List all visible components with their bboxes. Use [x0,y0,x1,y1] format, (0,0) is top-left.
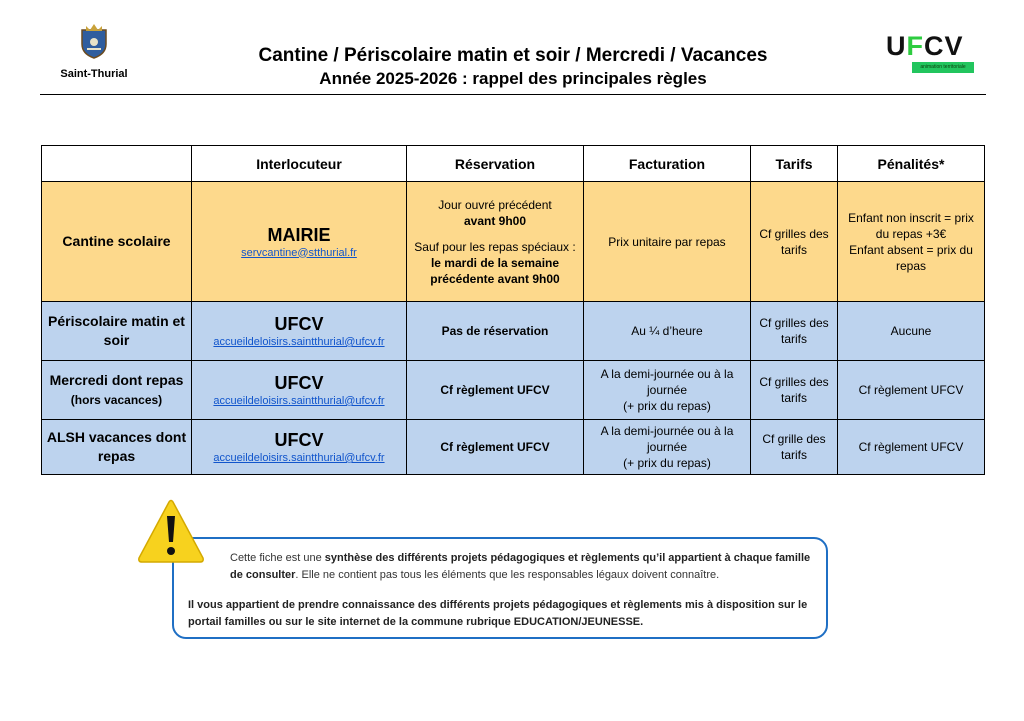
cell-interlocuteur-alsh: UFCV accueildeloisirs.saintthurial@ufcv.… [191,419,407,475]
facturation-text: A la demi-journée ou à la journée [600,424,734,454]
cell-tarifs-alsh: Cf grille des tarifs [750,419,838,475]
cell-reservation-cantine: Jour ouvré précédent avant 9h00 Sauf pou… [406,181,584,302]
header-penalites: Pénalités* [837,145,985,182]
cell-interlocuteur-mercredi: UFCV accueildeloisirs.saintthurial@ufcv.… [191,360,407,420]
page-header: Saint-Thurial Cantine / Périscolaire mat… [40,18,986,95]
cell-reservation-alsh: Cf règlement UFCV [406,419,584,475]
ufcv-letter-u: U [886,31,907,61]
title-line-1: Cantine / Périscolaire matin et soir / M… [258,45,768,66]
cell-penalites-alsh: Cf règlement UFCV [837,419,985,475]
cell-facturation-periscolaire: Au ¼ d’heure [583,301,751,361]
notice-text: Cette fiche est une [230,552,325,564]
cell-facturation-mercredi: A la demi-journée ou à la journée (+ pri… [583,360,751,420]
org-name: UFCV [274,314,324,334]
title-line-2: Année 2025-2026 : rappel des principales… [319,69,707,88]
org-name: UFCV [274,373,324,393]
row-label-alsh: ALSH vacances dont repas [41,419,192,475]
cell-tarifs-periscolaire: Cf grilles des tarifs [750,301,838,361]
notice-paragraph-2: Il vous appartient de prendre connaissan… [188,599,808,628]
row-label-periscolaire: Périscolaire matin et soir [41,301,192,361]
facturation-text: A la demi-journée ou à la journée [600,367,734,397]
ufcv-letters-cv: CV [924,31,964,61]
rules-table: Interlocuteur Réservation Facturation Ta… [41,145,985,475]
cell-reservation-mercredi: Cf règlement UFCV [406,360,584,420]
penalite-non-inscrit: Enfant non inscrit = prix du repas +3€ [848,210,974,241]
email-link-mairie[interactable]: servcantine@stthurial.fr [241,246,357,259]
notice-box [172,537,828,639]
cell-interlocuteur-periscolaire: UFCV accueildeloisirs.saintthurial@ufcv.… [191,301,407,361]
town-name: Saint-Thurial [60,68,128,80]
org-name: UFCV [274,430,324,450]
penalite-absent: Enfant absent = prix du repas [849,242,973,273]
page-title: Cantine / Périscolaire matin et soir / M… [40,44,986,90]
row-label-mercredi-main: Mercredi dont repas [49,371,184,388]
org-name: MAIRIE [267,224,331,245]
email-link-ufcv[interactable]: accueildeloisirs.saintthurial@ufcv.fr [213,395,385,407]
table-row-mercredi: Mercredi dont repas (hors vacances) UFCV… [41,360,985,420]
header-tarifs: Tarifs [750,145,838,182]
header-interlocuteur: Interlocuteur [191,145,407,182]
coat-of-arms-icon [81,24,107,59]
row-label-mercredi-note: (hors vacances) [70,392,163,407]
resa-text: Jour ouvré précédent [438,197,552,212]
resa-deadline: avant 9h00 [463,213,527,228]
header-empty [41,145,192,182]
cell-reservation-periscolaire: Pas de réservation [406,301,584,361]
facturation-repas: (+ prix du repas) [623,456,711,470]
notice-emphasis: synthèse des différents projets pédagogi… [230,552,811,581]
header-facturation: Facturation [583,145,751,182]
ufcv-letter-f: F [906,31,924,61]
ufcv-logo: UFCV animation territoriale [886,32,978,73]
notice-paragraph-1: Cette fiche est une synthèse des différe… [230,550,820,584]
row-label-mercredi: Mercredi dont repas (hors vacances) [41,360,192,420]
table-row-alsh: ALSH vacances dont repas UFCV accueildel… [41,419,985,475]
table-header-row: Interlocuteur Réservation Facturation Ta… [41,145,985,182]
ufcv-wordmark: UFCV [886,32,978,60]
table-row-periscolaire: Périscolaire matin et soir UFCV accueild… [41,301,985,361]
ufcv-tagline: animation territoriale [912,62,974,73]
cell-penalites-periscolaire: Aucune [837,301,985,361]
facturation-repas: (+ prix du repas) [623,399,711,413]
warning-icon [138,499,204,563]
resa-special-text: Sauf pour les repas spéciaux : [414,239,576,254]
cell-penalites-cantine: Enfant non inscrit = prix du repas +3€ E… [837,181,985,302]
email-link-ufcv[interactable]: accueildeloisirs.saintthurial@ufcv.fr [213,336,385,348]
resa-special-deadline: le mardi de la semaine précédente avant … [430,255,560,286]
row-label-cantine: Cantine scolaire [41,181,192,302]
email-link-ufcv[interactable]: accueildeloisirs.saintthurial@ufcv.fr [213,452,385,464]
header-reservation: Réservation [406,145,584,182]
cell-tarifs-mercredi: Cf grilles des tarifs [750,360,838,420]
cell-facturation-alsh: A la demi-journée ou à la journée (+ pri… [583,419,751,475]
cell-tarifs-cantine: Cf grilles des tarifs [750,181,838,302]
cell-interlocuteur-cantine: MAIRIE servcantine@stthurial.fr [191,181,407,302]
table-row-cantine: Cantine scolaire MAIRIE servcantine@stth… [41,181,985,302]
town-logo: Saint-Thurial [54,22,134,80]
cell-facturation-cantine: Prix unitaire par repas [583,181,751,302]
notice-text-end: . Elle ne contient pas tous les éléments… [295,569,720,581]
cell-penalites-mercredi: Cf règlement UFCV [837,360,985,420]
